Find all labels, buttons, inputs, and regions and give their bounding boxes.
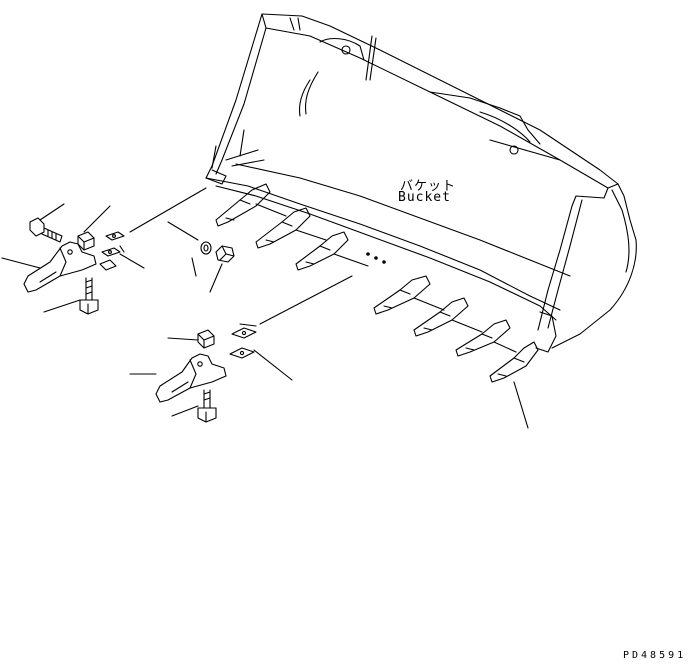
plate-upper [100,260,116,270]
bucket-teeth [216,184,538,382]
middle-parts [168,222,234,292]
lower-left-parts [130,276,352,422]
tooth-5 [414,298,468,336]
tooth-7 [490,342,538,382]
lock-washer-upper-1 [106,232,124,240]
drawing-code: PD48591 [623,650,687,661]
bucket-label-english: Bucket [398,190,451,205]
tooth-exploded-upper [24,242,96,292]
tooth-1 [216,184,270,226]
nut-middle [216,246,234,262]
tooth-4 [374,276,430,314]
lock-washer-lower-2 [230,348,254,358]
bucket-body [206,14,636,352]
tooth-3 [296,232,348,270]
bolt-lower-vertical [198,390,216,422]
tooth-6 [456,320,510,356]
washer-middle [201,242,211,254]
tooth-exploded-lower [156,354,226,402]
nut-upper [78,232,94,250]
bolt-upper [30,218,62,242]
nut-lower [198,330,214,348]
tooth-2 [256,208,310,248]
leader-line-tooth-right [514,382,528,428]
lock-washer-lower-1 [232,328,256,338]
bucket-label-japanese: バケット [400,179,457,194]
upper-left-parts [2,188,206,314]
bolt-upper-vertical [80,278,98,314]
lock-washer-upper-2 [102,248,120,256]
